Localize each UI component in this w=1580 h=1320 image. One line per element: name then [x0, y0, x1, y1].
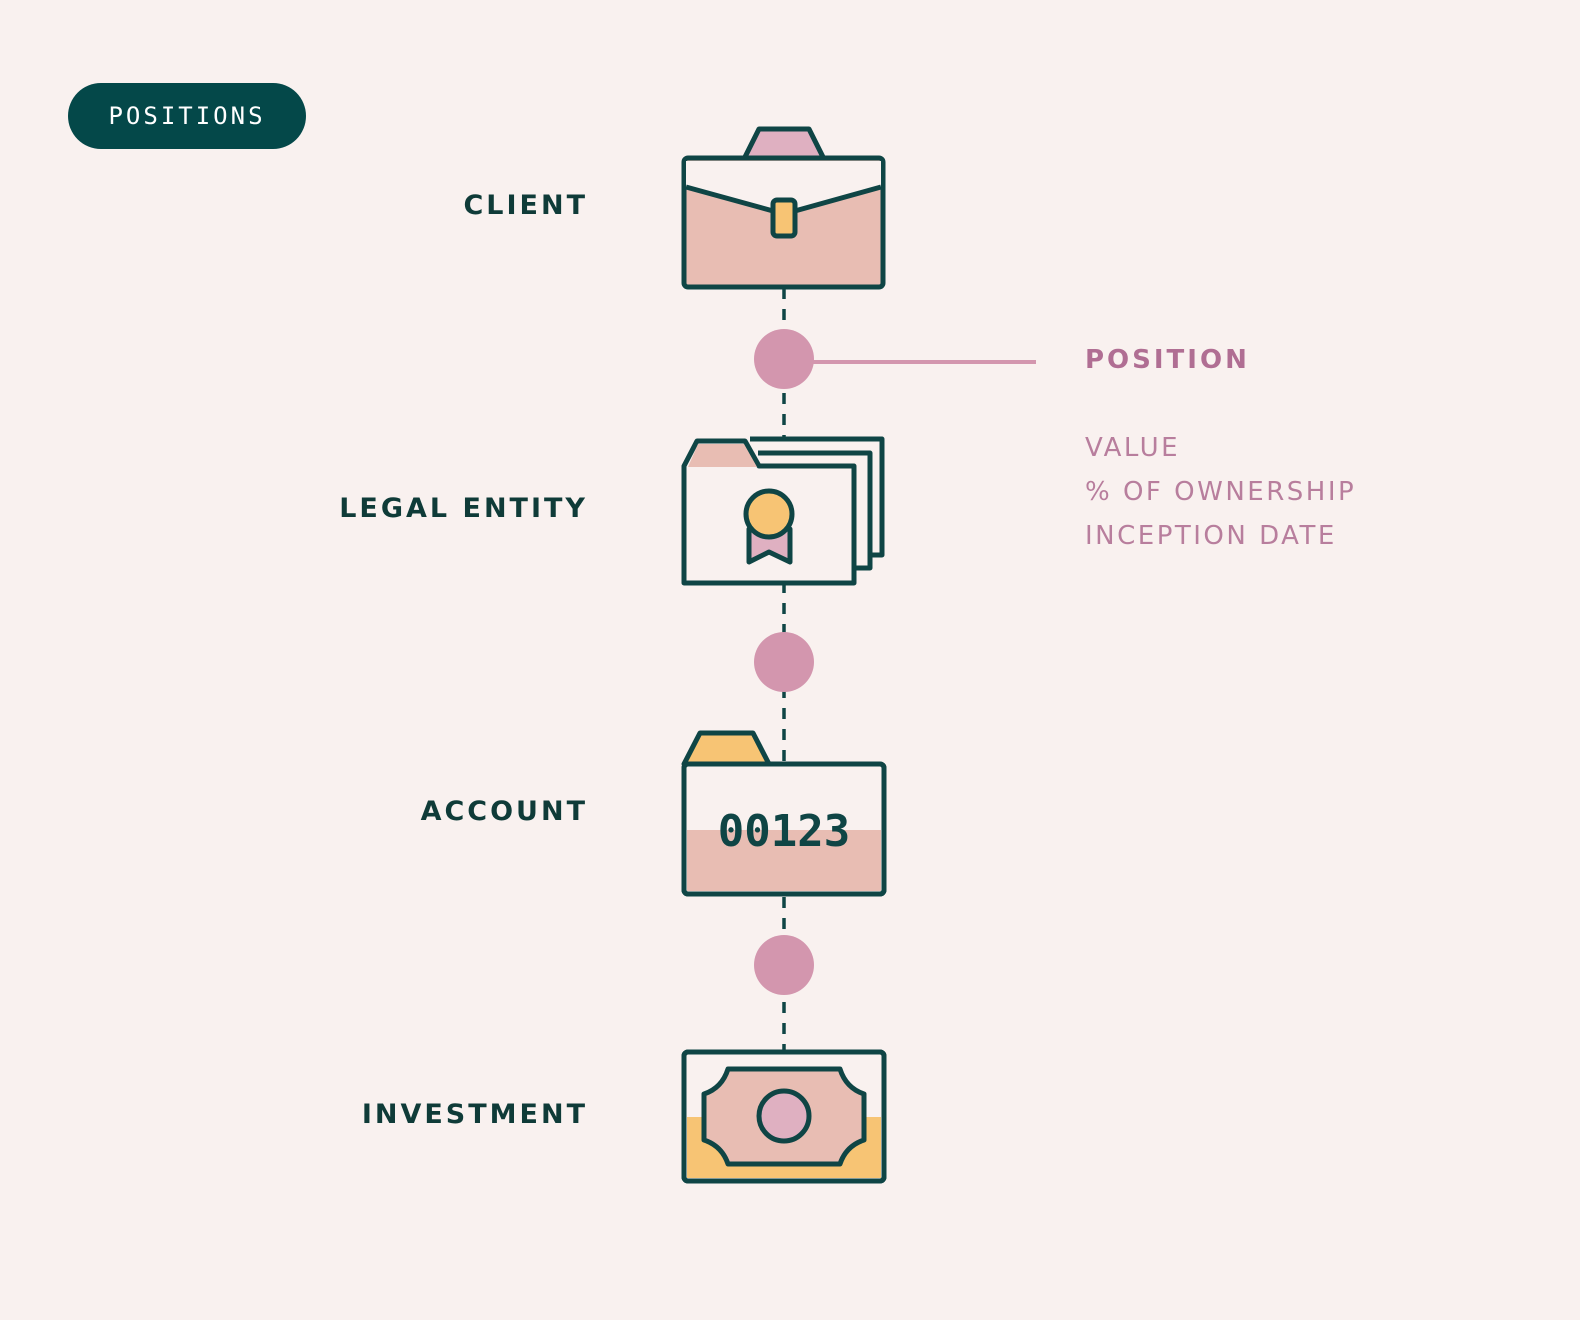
account-label: ACCOUNT [420, 796, 588, 827]
positions-badge-label: POSITIONS [108, 102, 266, 130]
client-label: CLIENT [463, 190, 588, 221]
certificate-folder-icon [681, 436, 885, 586]
position-attribute-value: VALUE [1085, 433, 1181, 463]
banknote-icon [681, 1049, 887, 1184]
position-node [754, 935, 814, 995]
position-node [754, 329, 814, 389]
position-attribute-inception-date: INCEPTION DATE [1085, 521, 1337, 551]
account-folder-icon: 00123 [681, 730, 887, 897]
position-node [754, 632, 814, 692]
legal-entity-label: LEGAL ENTITY [339, 493, 588, 524]
account-number: 00123 [718, 806, 850, 857]
briefcase-icon [681, 126, 886, 290]
investment-label: INVESTMENT [361, 1099, 588, 1130]
positions-badge: POSITIONS [68, 83, 306, 149]
position-callout-title: POSITION [1085, 345, 1250, 375]
position-attribute-ownership: % OF OWNERSHIP [1085, 477, 1357, 507]
